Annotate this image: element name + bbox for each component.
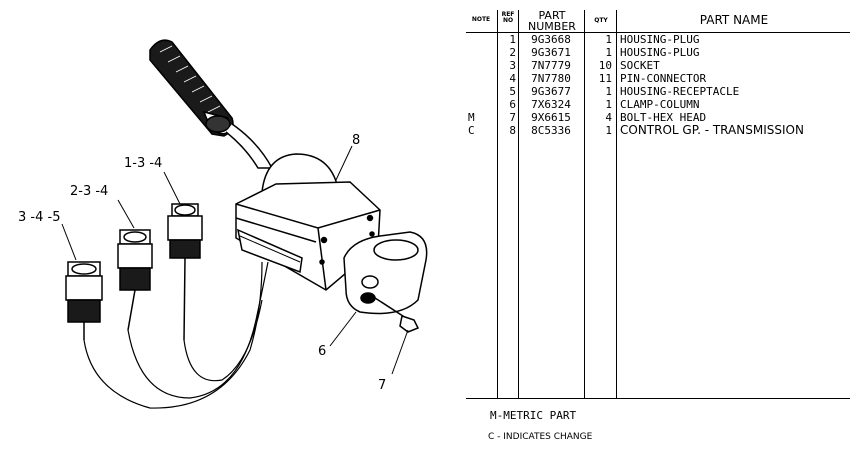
hex-bolt — [371, 295, 420, 333]
footer-rule — [466, 398, 850, 399]
part-name-cell: HOUSING-RECEPTACLE — [620, 85, 740, 98]
qty-cell: 1 — [605, 46, 612, 59]
part-name-cell: PIN-CONNECTOR — [620, 72, 707, 85]
part-number-cell: 9X6615 — [531, 111, 571, 124]
parts-illustration — [61, 39, 428, 409]
col-rule-part — [584, 10, 585, 398]
header-note: NOTE — [471, 16, 491, 23]
header-ref-no: REF NO — [497, 12, 519, 32]
part-name-cell: HOUSING-PLUG — [620, 46, 700, 59]
callout-8: 8 — [352, 133, 361, 148]
part-name-cell: SOCKET — [620, 59, 660, 72]
table-row: 6 7X6324 1 CLAMP-COLUMN — [466, 98, 850, 111]
part-number-cell: 7N7780 — [531, 72, 571, 85]
note-cell: C — [468, 124, 475, 137]
part-number-cell: 9G3677 — [531, 85, 571, 98]
qty-cell: 4 — [605, 111, 612, 124]
connector-2-3-4 — [117, 229, 153, 331]
legend-metric: M-METRIC PART — [490, 409, 577, 422]
col-rule-qty — [616, 10, 617, 398]
wiring-harness — [83, 261, 269, 409]
part-number-cell: 7X6324 — [531, 98, 571, 111]
legend-change: C - INDICATES CHANGE — [488, 432, 593, 442]
lever-shaft — [225, 123, 274, 169]
ref-no-cell: 4 — [509, 72, 516, 85]
qty-cell: 1 — [605, 85, 612, 98]
connector-3-4-5 — [65, 261, 103, 340]
qty-cell: 1 — [605, 98, 612, 111]
table-row: 4 7N7780 11 PIN-CONNECTOR — [466, 72, 850, 85]
ref-no-cell: 6 — [509, 98, 516, 111]
clamp-column — [343, 231, 428, 315]
header-part-line1: PART — [538, 9, 566, 22]
header-ref-line2: NO — [502, 17, 514, 24]
header-part-number: PART NUMBER — [519, 9, 585, 33]
ref-no-cell: 3 — [509, 59, 516, 72]
qty-cell: 1 — [605, 33, 612, 46]
lever-handle — [149, 39, 234, 137]
part-name-cell: BOLT-HEX HEAD — [620, 111, 707, 124]
part-number-cell: 9G3671 — [531, 46, 571, 59]
qty-cell: 10 — [598, 59, 612, 72]
header-rule — [466, 32, 850, 33]
part-name-cell: CLAMP-COLUMN — [620, 98, 700, 111]
table-row: M 7 9X6615 4 BOLT-HEX HEAD — [466, 111, 850, 124]
callout-1-3-4: 1-3 -4 — [124, 156, 163, 171]
part-number-cell: 8C5336 — [531, 124, 571, 137]
header-part-line2: NUMBER — [528, 20, 576, 33]
part-name-cell: HOUSING-PLUG — [620, 33, 700, 46]
col-rule-note — [497, 10, 498, 398]
ref-no-cell: 8 — [509, 124, 516, 137]
header-ref-line1: REF — [501, 11, 515, 18]
ref-no-cell: 5 — [509, 85, 516, 98]
leader-lines — [61, 145, 409, 375]
callout-2-3-4: 2-3 -4 — [70, 184, 109, 199]
callout-6: 6 — [318, 344, 327, 359]
header-part-name: PART NAME — [699, 13, 769, 27]
callout-7: 7 — [378, 378, 387, 393]
ref-no-cell: 7 — [509, 111, 516, 124]
callout-3-4-5: 3 -4 -5 — [18, 210, 61, 225]
table-row: 2 9G3671 1 HOUSING-PLUG — [466, 46, 850, 59]
table-row: 5 9G3677 1 HOUSING-RECEPTACLE — [466, 85, 850, 98]
ref-no-cell: 1 — [509, 33, 516, 46]
connector-1-3-4 — [167, 203, 203, 341]
qty-cell: 11 — [598, 72, 612, 85]
part-name-cell: CONTROL GP. - TRANSMISSION — [620, 123, 804, 137]
part-number-cell: 7N7779 — [531, 59, 571, 72]
parts-list-table: NOTE REF NO PART NUMBER QTY PART NAME 1 9… — [466, 10, 850, 462]
col-rule-ref — [518, 10, 519, 398]
header-qty: QTY — [594, 17, 608, 24]
table-row: 1 9G3668 1 HOUSING-PLUG — [466, 33, 850, 46]
qty-cell: 1 — [605, 124, 612, 137]
table-row: C 8 8C5336 1 CONTROL GP. - TRANSMISSION — [466, 123, 850, 138]
ref-no-cell: 2 — [509, 46, 516, 59]
table-row: 3 7N7779 10 SOCKET — [466, 59, 850, 72]
note-cell: M — [468, 111, 475, 124]
part-number-cell: 9G3668 — [531, 33, 571, 46]
